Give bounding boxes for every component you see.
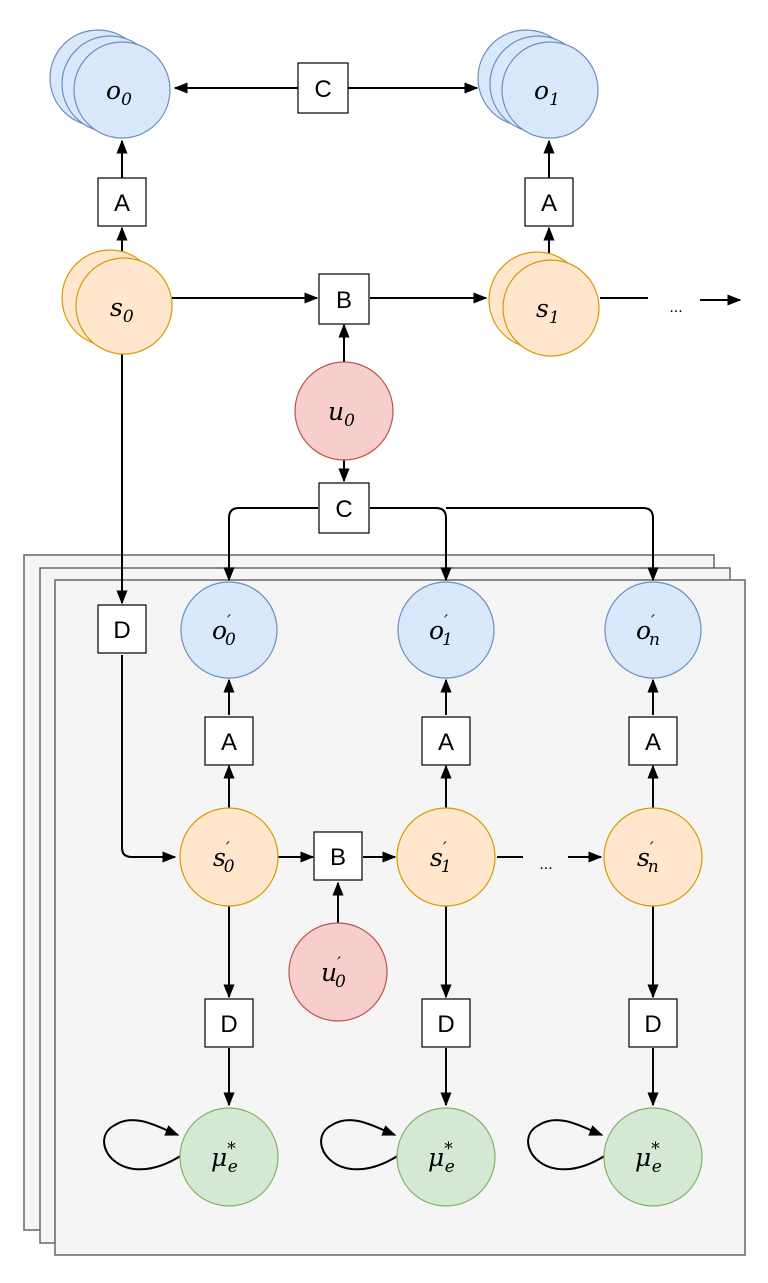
- box-a-inner-n: A: [628, 716, 678, 766]
- svg-text:o1: o1: [534, 76, 560, 110]
- svg-text:s′0: s′0: [213, 839, 235, 877]
- node-mu-n: μ*e: [603, 1107, 703, 1207]
- svg-text:s′n: s′n: [637, 839, 659, 877]
- node-o-prime-0: o′0: [180, 581, 278, 679]
- box-d-inner-n: D: [628, 998, 678, 1048]
- node-mu-1: μ*e: [396, 1107, 496, 1207]
- node-o0: o0: [49, 29, 171, 139]
- svg-text:D: D: [644, 1011, 661, 1038]
- ellipsis-top: ...: [669, 299, 682, 316]
- svg-text:A: A: [114, 190, 130, 217]
- box-d-inner-0: D: [204, 998, 254, 1048]
- node-s-prime-1: s′1: [396, 807, 496, 907]
- svg-text:o0: o0: [106, 76, 132, 110]
- svg-text:o′n: o′n: [636, 612, 660, 650]
- svg-text:s′1: s′1: [430, 839, 452, 877]
- box-a-inner-1: A: [421, 716, 471, 766]
- svg-text:A: A: [438, 729, 454, 756]
- box-b-top: B: [318, 273, 370, 325]
- self-loop-mu2: [527, 1119, 607, 1171]
- svg-text:u′0: u′0: [321, 954, 346, 992]
- svg-text:μ*e: μ*e: [635, 1139, 662, 1177]
- box-c-top: C: [297, 62, 349, 114]
- edge-c-op1: [370, 507, 452, 582]
- svg-text:B: B: [330, 844, 346, 871]
- node-u-prime-0: u′0: [288, 922, 388, 1022]
- svg-text:u0: u0: [328, 397, 355, 431]
- self-loop-mu1: [320, 1119, 400, 1171]
- svg-text:A: A: [221, 729, 237, 756]
- edge-c-op0: [223, 507, 318, 582]
- node-s1: s1: [488, 251, 600, 357]
- svg-text:s1: s1: [536, 294, 560, 328]
- box-a-s1: A: [524, 177, 574, 227]
- box-d-outer: D: [97, 604, 147, 654]
- svg-text:D: D: [220, 1011, 237, 1038]
- self-loop-mu0: [103, 1119, 183, 1171]
- node-s-prime-0: s′0: [179, 807, 279, 907]
- node-o1: o1: [477, 29, 599, 139]
- edge-d-sp0: [121, 655, 177, 863]
- svg-text:μ*e: μ*e: [428, 1139, 455, 1177]
- box-c-middle: C: [318, 482, 370, 534]
- box-b-inner: B: [313, 831, 363, 881]
- svg-text:A: A: [541, 190, 557, 217]
- node-o-prime-n: o′n: [604, 581, 702, 679]
- svg-text:s0: s0: [110, 293, 134, 327]
- svg-text:o′1: o′1: [429, 612, 453, 650]
- box-d-inner-1: D: [421, 998, 471, 1048]
- node-mu-0: μ*e: [179, 1107, 279, 1207]
- edge-c-opn: [446, 507, 659, 582]
- svg-text:μ*e: μ*e: [211, 1139, 238, 1177]
- node-u0: u0: [294, 361, 394, 461]
- box-a-inner-0: A: [204, 716, 254, 766]
- svg-text:A: A: [645, 729, 661, 756]
- ellipsis-inner: ...: [539, 856, 552, 873]
- svg-text:D: D: [113, 617, 130, 644]
- svg-text:B: B: [336, 287, 352, 314]
- box-a-s0: A: [97, 177, 147, 227]
- node-o-prime-1: o′1: [397, 581, 495, 679]
- node-s-prime-n: s′n: [603, 807, 703, 907]
- svg-text:C: C: [314, 76, 331, 103]
- node-s0: s0: [61, 249, 173, 355]
- svg-text:D: D: [437, 1011, 454, 1038]
- svg-text:C: C: [335, 496, 352, 523]
- svg-text:o′0: o′0: [212, 612, 236, 650]
